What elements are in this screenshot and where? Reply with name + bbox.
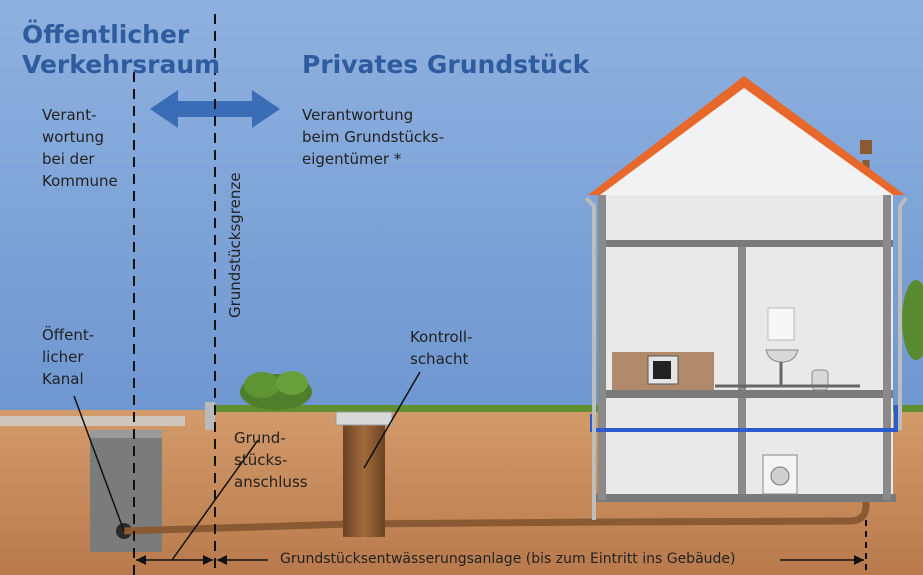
callout-property-connection — [171, 439, 259, 561]
rain-gutter-right — [898, 196, 908, 430]
bush — [240, 371, 312, 410]
dimension-arrow-drainage — [217, 555, 864, 565]
label-drainage-system: Grundstücksentwässerungsanlage (bis zum … — [280, 551, 736, 567]
label-property-connection: Grund- stücks- anschluss — [234, 429, 308, 491]
curb — [205, 402, 215, 430]
mirror — [767, 307, 795, 341]
responsibility-municipality: Verant- wortung bei der Kommune — [42, 106, 118, 190]
house — [584, 76, 908, 520]
grass-strip — [215, 405, 923, 412]
heading-public-area: Öffentlicher Verkehrsraum — [22, 20, 221, 79]
control-shaft-cover — [335, 411, 393, 426]
label-control-shaft: Kontroll- schacht — [410, 328, 473, 368]
responsibility-owner: Verantwortung beim Grundstücks- eigentüm… — [302, 106, 444, 168]
callout-public-sewer — [73, 395, 125, 532]
dimension-arrow-connection — [136, 555, 213, 565]
callout-control-shaft — [363, 371, 421, 469]
label-public-sewer: Öffent- licher Kanal — [42, 326, 95, 388]
property-boundary-label: Grundstücksgrenze — [226, 172, 244, 318]
vent-pipe-cap — [860, 140, 872, 154]
road-surface — [0, 416, 185, 426]
connection-pipe — [123, 160, 870, 535]
rain-gutter-left — [584, 196, 596, 520]
tree — [902, 280, 923, 360]
heading-private-property: Privates Grundstück — [302, 50, 590, 79]
